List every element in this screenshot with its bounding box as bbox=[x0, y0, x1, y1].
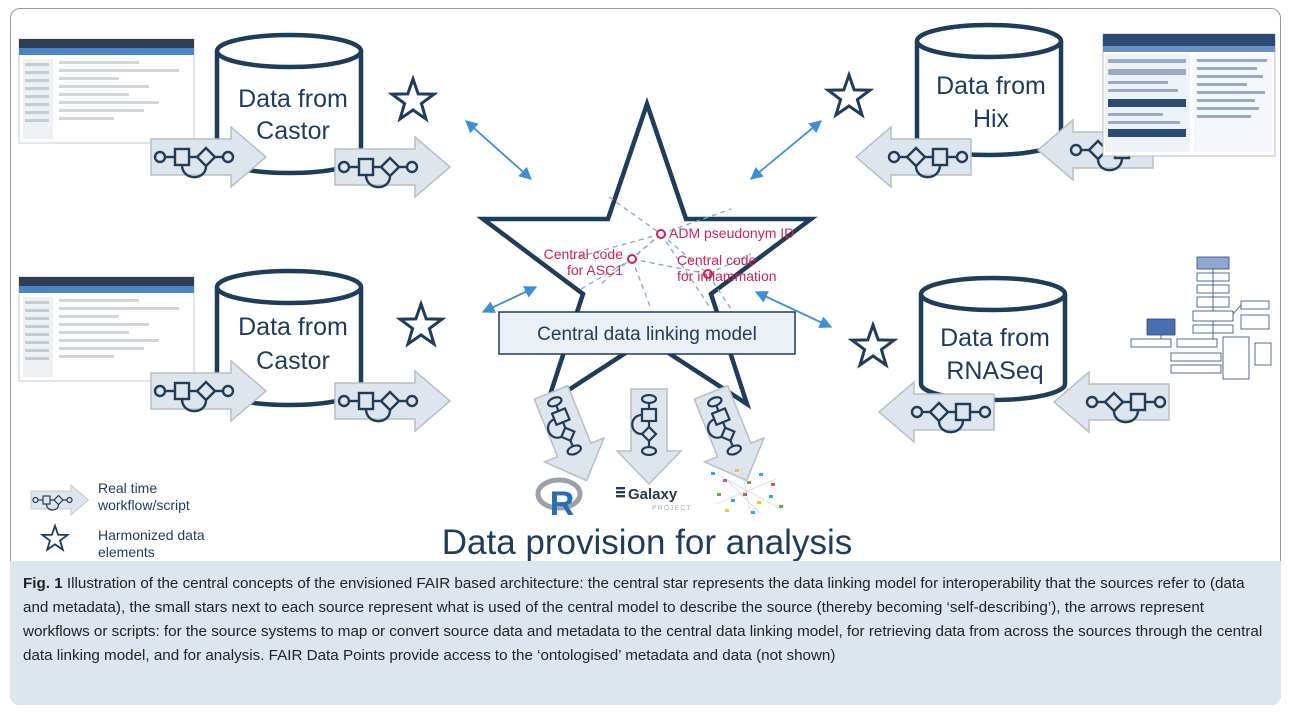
source-castor-bottom: Data from Castor bbox=[18, 268, 452, 433]
legend-star-icon bbox=[41, 524, 69, 551]
link-rnaseq bbox=[754, 291, 833, 328]
r-logo-letter: R bbox=[550, 485, 575, 523]
legend-workflow-label-1: Real time bbox=[98, 480, 157, 496]
source-rnaseq: Data from RNASeq bbox=[877, 256, 1272, 444]
figure-frame: ADM pseudonym ID Central code for ASC1 C… bbox=[10, 8, 1281, 705]
central-model-box bbox=[498, 311, 796, 355]
network-graphic bbox=[710, 466, 783, 515]
rnaseq-pipeline-thumbnail bbox=[1130, 256, 1272, 380]
hix-screenshot bbox=[1102, 33, 1276, 157]
node-inflammation bbox=[703, 269, 713, 279]
star-icon bbox=[398, 302, 444, 346]
figure-caption: Fig. 1 Illustration of the central conce… bbox=[10, 561, 1281, 705]
galaxy-logo-subtext: PROJECT bbox=[652, 505, 692, 512]
source-rnaseq-line1: Data from bbox=[940, 324, 1050, 352]
legend-star-label-2: elements bbox=[98, 544, 155, 560]
source-castor-top: Data from Castor bbox=[18, 32, 452, 199]
legend-workflow-label-2: workflow/script bbox=[97, 497, 190, 513]
node-inflammation-label-1: Central code bbox=[677, 252, 757, 268]
link-castor-top bbox=[465, 120, 532, 180]
link-hix bbox=[750, 120, 822, 180]
output-title: Data provision for analysis bbox=[442, 523, 852, 562]
central-star bbox=[476, 96, 818, 410]
r-logo: R bbox=[535, 477, 583, 523]
galaxy-logo: Galaxy PROJECT bbox=[616, 486, 692, 512]
source-castor-bottom-line2: Castor bbox=[256, 347, 330, 375]
star-icon bbox=[390, 77, 436, 121]
legend-star-label-1: Harmonized data bbox=[98, 527, 205, 543]
star-icon bbox=[826, 73, 872, 117]
caption-text: Illustration of the central concepts of … bbox=[23, 575, 1263, 664]
source-hix: Data from Hix bbox=[854, 22, 1276, 189]
source-castor-bottom-line1: Data from bbox=[238, 313, 348, 341]
source-hix-line2: Hix bbox=[973, 105, 1010, 133]
source-castor-top-line1: Data from bbox=[238, 85, 348, 113]
link-castor-bottom bbox=[481, 286, 538, 313]
caption-label: Fig. 1 bbox=[23, 575, 63, 592]
galaxy-logo-text: Galaxy bbox=[628, 486, 678, 503]
node-adm bbox=[656, 229, 666, 239]
legend-workflow-icon bbox=[30, 484, 90, 516]
node-inflammation-label-2: for inflammation bbox=[677, 268, 777, 284]
node-asc1-label-1: Central code bbox=[544, 246, 624, 262]
source-rnaseq-line2: RNASeq bbox=[946, 357, 1043, 385]
node-asc1-label-2: for ASC1 bbox=[567, 262, 623, 278]
source-hix-line1: Data from bbox=[936, 72, 1046, 100]
source-castor-top-line2: Castor bbox=[256, 117, 330, 145]
node-adm-label: ADM pseudonym ID bbox=[669, 225, 794, 241]
node-asc1 bbox=[627, 254, 637, 264]
central-model-label: Central data linking model bbox=[537, 324, 757, 345]
architecture-diagram: ADM pseudonym ID Central code for ASC1 C… bbox=[18, 22, 1276, 562]
star-icon bbox=[850, 323, 896, 367]
legend: Real time workflow/script Harmonized dat… bbox=[30, 480, 205, 560]
